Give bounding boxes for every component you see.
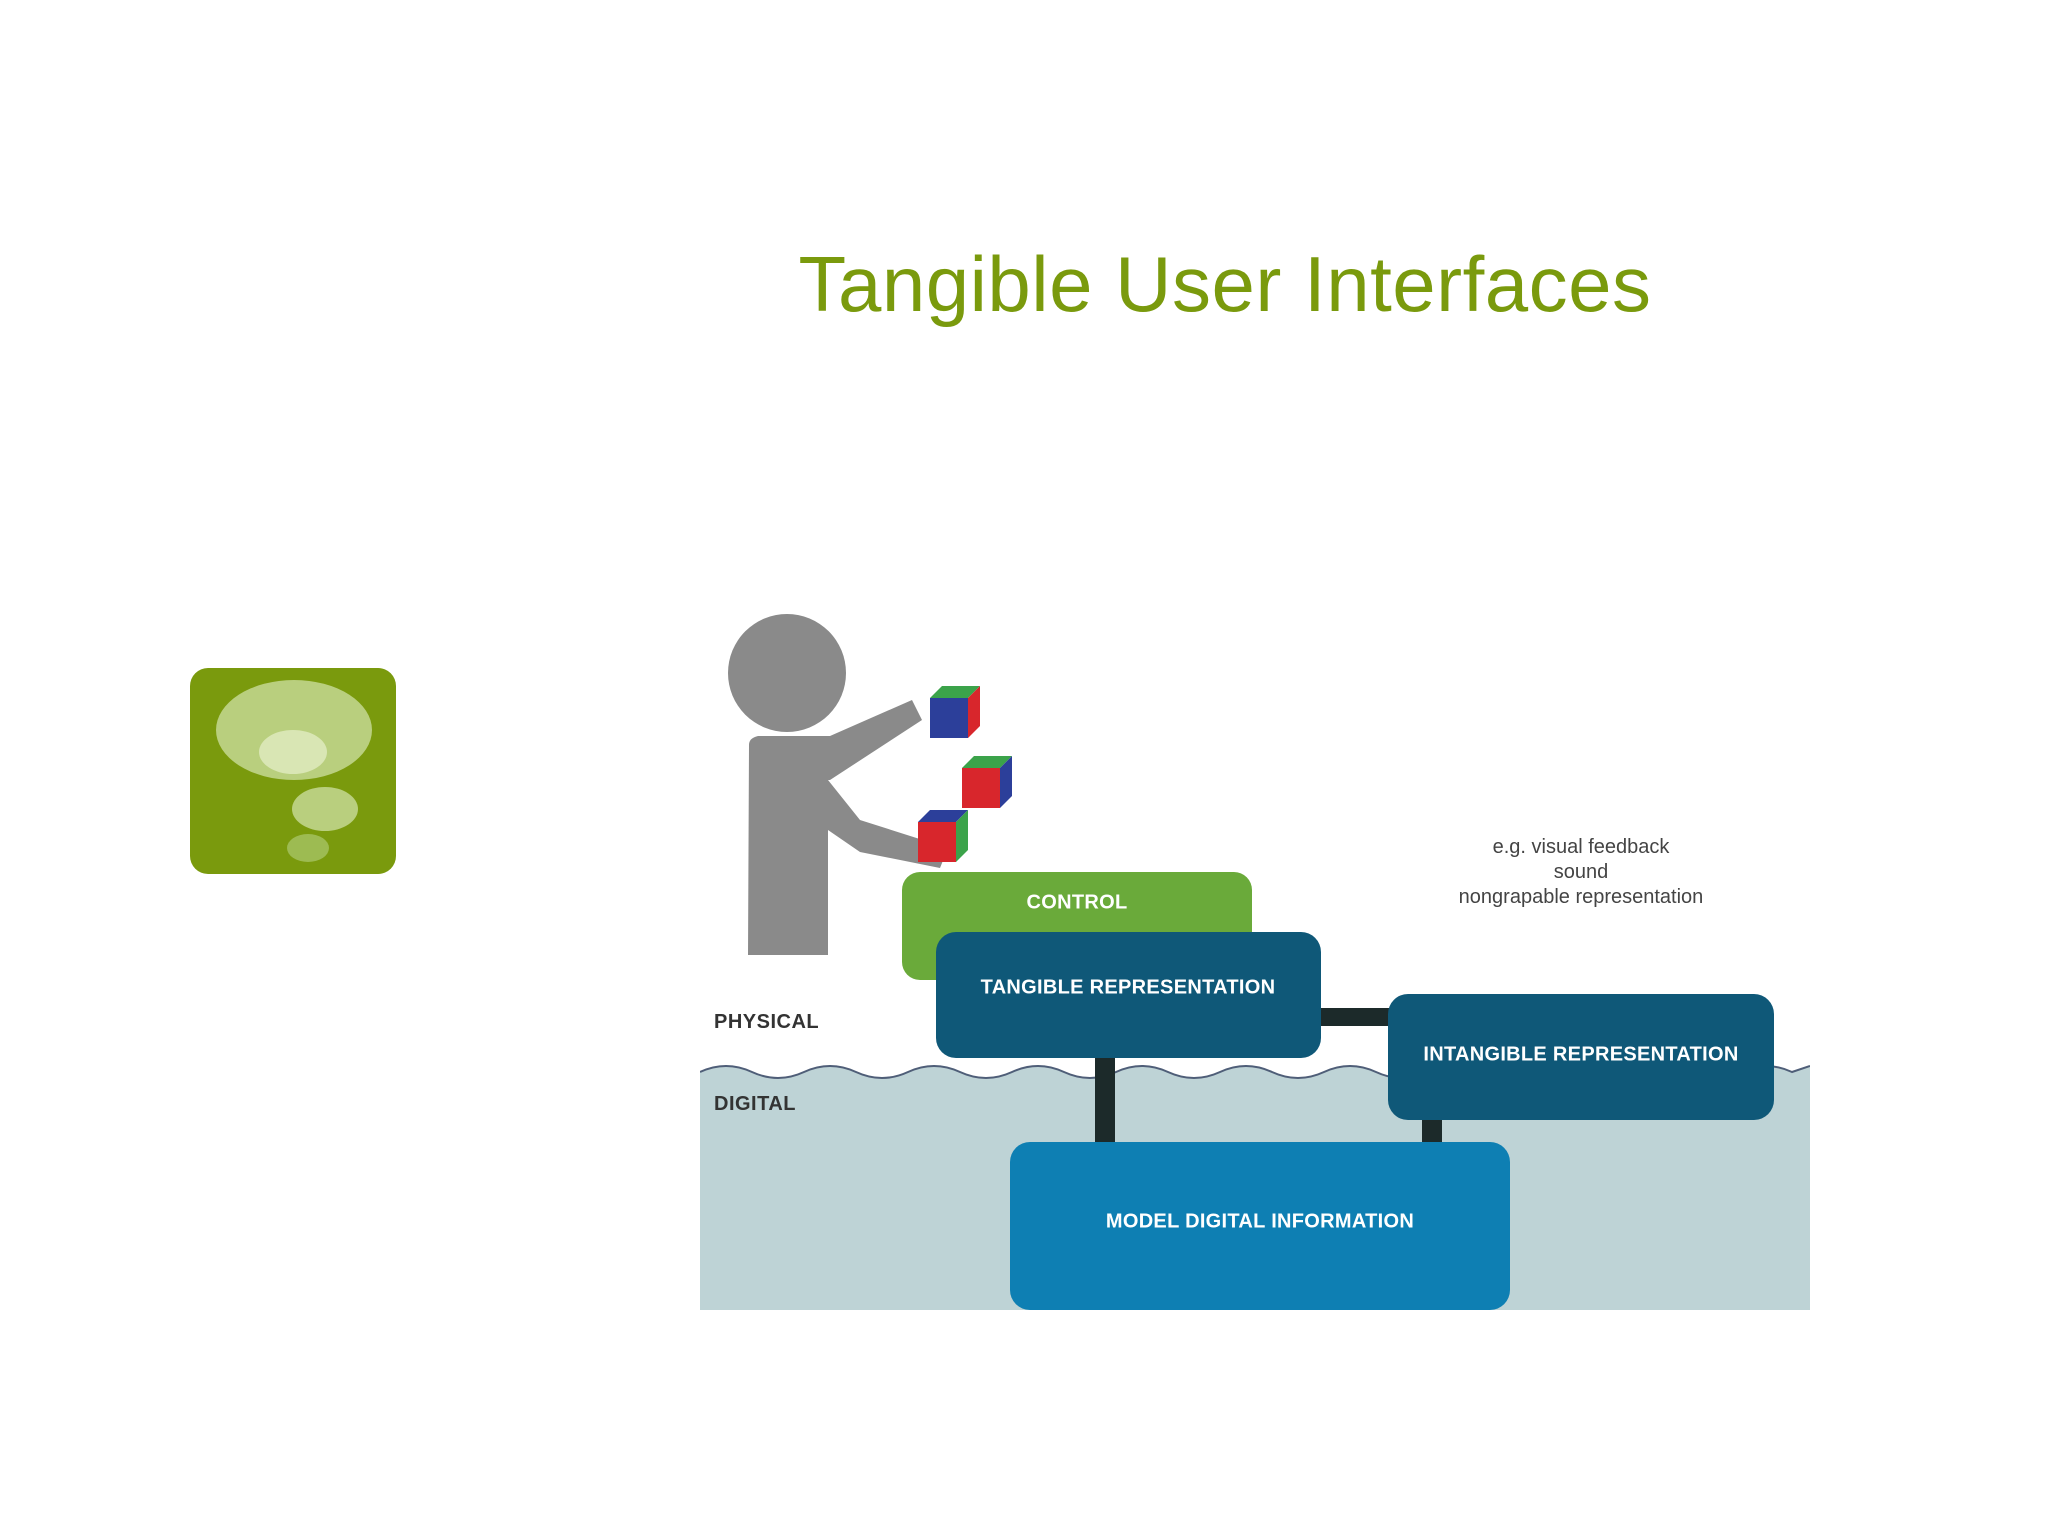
physical-label: PHYSICAL	[714, 1011, 819, 1033]
control-label: CONTROL	[1027, 891, 1128, 913]
bubble-medium	[292, 787, 358, 831]
person-figure-icon	[728, 614, 948, 955]
intangible-representation-label: INTANGIBLE REPRESENTATION	[1423, 1043, 1738, 1065]
bubble-large	[216, 680, 372, 780]
connector-tangible-model	[1095, 1050, 1115, 1165]
model-digital-information-box	[1010, 1142, 1510, 1310]
slide-title: Tangible User Interfaces	[798, 240, 1652, 328]
intangible-representation-box	[1388, 994, 1774, 1120]
digital-label: DIGITAL	[714, 1093, 796, 1115]
note-line-1: e.g. visual feedback	[1493, 836, 1671, 858]
model-digital-information-label: MODEL DIGITAL INFORMATION	[1106, 1210, 1414, 1232]
bubble-small	[287, 834, 329, 862]
connector-tangible-intangible	[1320, 1008, 1398, 1026]
tangible-representation-box	[936, 932, 1321, 1058]
cube-icon	[918, 810, 968, 862]
tangible-representation-label: TANGIBLE REPRESENTATION	[981, 976, 1276, 998]
tui-diagram: CONTROL TANGIBLE REPRESENTATION INTANGIB…	[700, 610, 1810, 1310]
bubble-highlight	[259, 730, 327, 774]
cube-icon	[930, 686, 980, 738]
cube-icon	[962, 756, 1012, 808]
thought-bubble-icon	[190, 668, 396, 874]
note-line-2: sound	[1554, 861, 1609, 883]
note-line-3: nongrapable representation	[1459, 886, 1704, 908]
